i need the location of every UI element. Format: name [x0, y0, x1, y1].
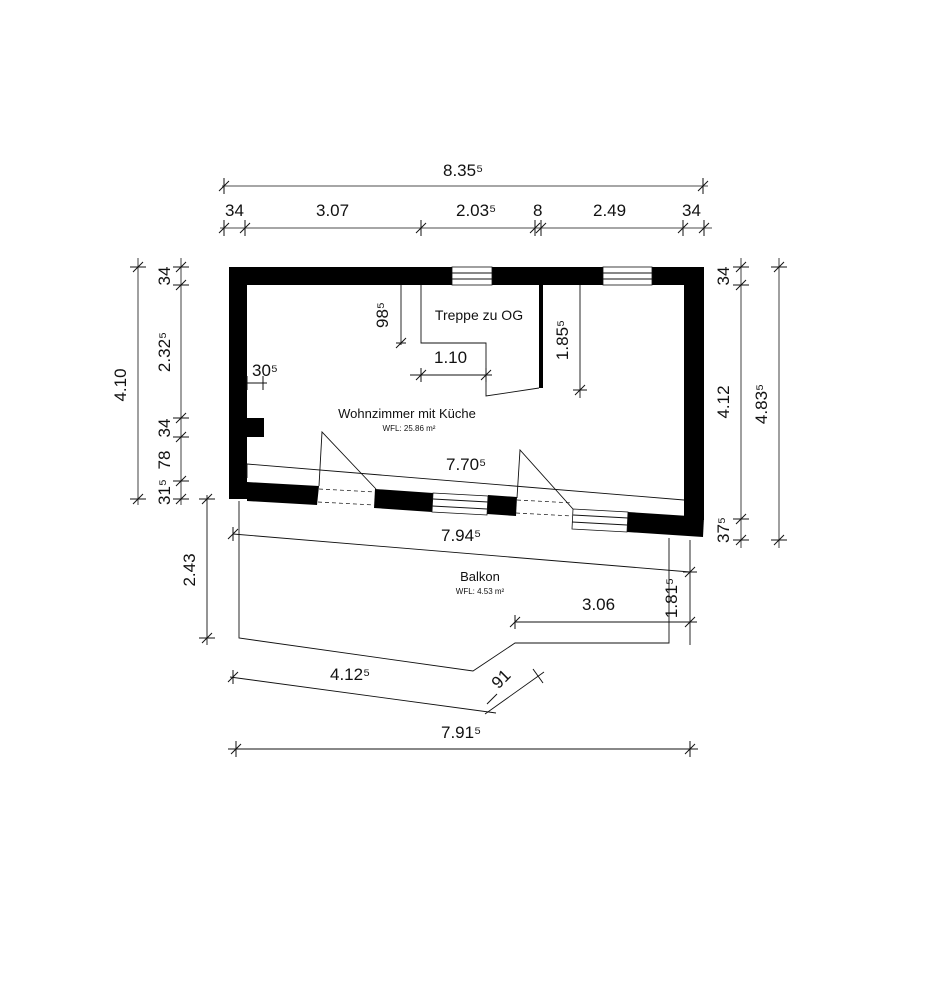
top-dimension-chain: 8.35⁵ 34 3.07 2.03⁵ 8 2.49 34: [218, 161, 712, 236]
dim-right-total: 4.83⁵: [752, 384, 771, 424]
balcony-label: Balkon: [460, 569, 500, 584]
dim-left-seg-5: 31⁵: [155, 479, 174, 505]
dim-left-seg-3: 34: [155, 419, 174, 438]
dim-top-seg-6: 34: [682, 201, 701, 220]
room-width-dimension: 7.70⁵: [246, 455, 685, 501]
dim-left-seg-2: 2.32⁵: [155, 332, 174, 372]
dim-left-seg-1: 34: [155, 267, 174, 286]
dim-wall-offset: 30⁵: [252, 361, 278, 380]
living-room-area: WFL: 25.86 m²: [383, 424, 436, 433]
living-room-label: Wohnzimmer mit Küche: [338, 406, 476, 421]
dim-right-seg-3: 37⁵: [714, 517, 733, 543]
dim-stair-width: 1.10: [434, 348, 467, 367]
dim-stair-length: 1.85⁵: [553, 320, 572, 360]
right-dimension-chain: 34 4.12 37⁵ 4.83⁵: [714, 258, 787, 548]
dim-right-seg-1: 34: [714, 267, 733, 286]
balcony-area: WFL: 4.53 m²: [456, 587, 505, 596]
dim-bottom-diag-b: 91: [488, 666, 515, 693]
dim-top-seg-3: 2.03⁵: [456, 201, 496, 220]
dim-balcony-depth-right: 1.81⁵: [662, 578, 681, 618]
dim-balcony-depth-left: 2.43: [180, 553, 199, 586]
staircase: 1.10 98⁵ 1.85⁵ Treppe zu OG: [373, 285, 587, 398]
bottom-dimension-chain: 4.12⁵ 91 7.91⁵: [227, 665, 698, 757]
stair-label: Treppe zu OG: [435, 307, 523, 323]
dim-top-seg-5: 2.49: [593, 201, 626, 220]
dim-stair-depth: 98⁵: [373, 302, 392, 328]
dim-top-total: 8.35⁵: [443, 161, 483, 180]
wall-offset-dimension: 30⁵: [246, 361, 278, 390]
dim-balcony-inner: 3.06: [582, 595, 615, 614]
dim-left-total: 4.10: [111, 368, 130, 401]
dim-balcony-width: 7.94⁵: [441, 526, 481, 545]
dim-bottom-total: 7.91⁵: [441, 723, 481, 742]
dim-left-seg-4: 78: [155, 451, 174, 470]
balcony: 7.94⁵ 2.43 1.81⁵ 3.06 Balkon WFL: 4.53 m…: [180, 493, 697, 672]
left-dimension-chain: 4.10 34 2.32⁵ 34 78 31⁵: [111, 258, 189, 505]
dim-bottom-diag-a: 4.12⁵: [330, 665, 370, 684]
front-openings: [317, 430, 629, 533]
top-windows: [451, 266, 653, 286]
dim-top-seg-2: 3.07: [316, 201, 349, 220]
dim-right-seg-2: 4.12: [714, 385, 733, 418]
dim-room-inner-width: 7.70⁵: [446, 455, 486, 474]
dim-top-seg-1: 34: [225, 201, 244, 220]
walls: [229, 267, 704, 537]
dim-top-seg-4: 8: [533, 201, 542, 220]
